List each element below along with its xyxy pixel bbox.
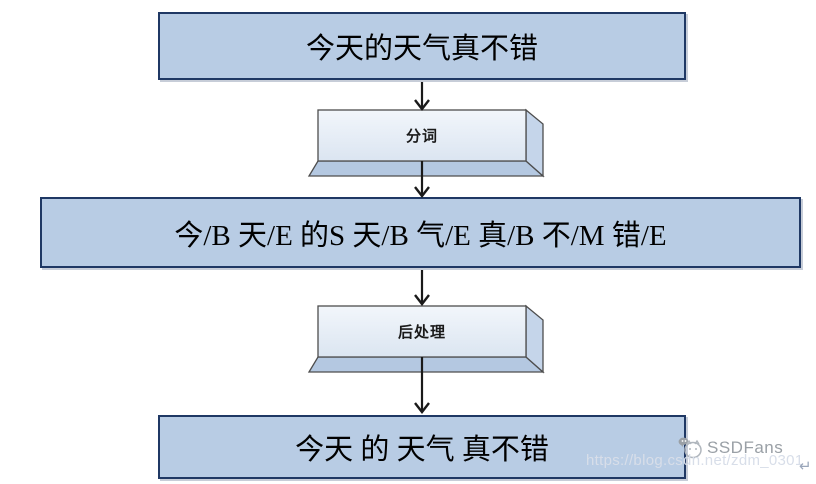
block-bottom-face [307, 356, 545, 373]
output-sentence-text: 今天 的 天气 真不错 [295, 434, 549, 466]
segmentation-step-label: 分词 [405, 128, 438, 145]
postprocess-step-block [307, 304, 545, 374]
chat-cat-logo-icon [678, 437, 702, 459]
block-front-face [317, 109, 527, 162]
tagged-sequence-box: 今/B 天/E 的S 天/B 气/E 真/B 不/M 错/E [40, 197, 801, 268]
tagged-sequence-text: 今/B 天/E 的S 天/B 气/E 真/B 不/M 错/E [174, 219, 667, 252]
output-sentence-box: 今天 的 天气 真不错 [158, 415, 686, 479]
watermark-brand-text: SSDFans [707, 438, 784, 457]
arrow-tagged-to-postprocess [414, 270, 430, 306]
input-sentence-text: 今天的天气真不错 [305, 33, 538, 65]
input-sentence-box: 今天的天气真不错 [158, 12, 686, 80]
paragraph-return-mark: ↵ [799, 458, 812, 475]
watermark-url-text: https://blog.csdn.net/zdm_0301 [586, 452, 804, 469]
postprocess-step-label: 后处理 [397, 324, 446, 341]
block-bottom-face [307, 160, 545, 177]
segmentation-step-block [307, 108, 545, 178]
block-front-face [317, 305, 527, 358]
